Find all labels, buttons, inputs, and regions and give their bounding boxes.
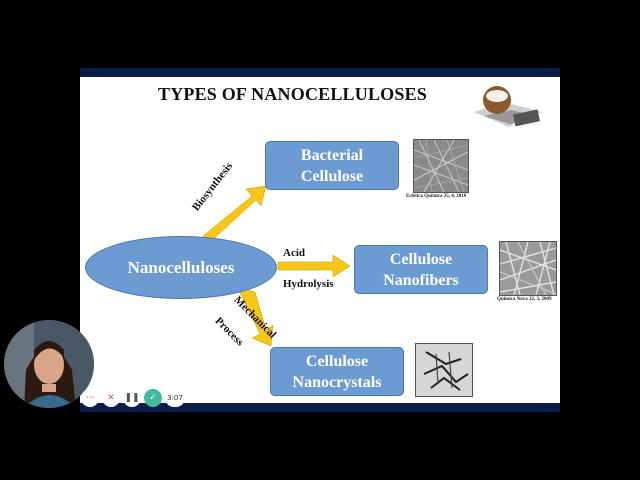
nanocelluloses-node: Nanocelluloses [85, 236, 277, 299]
cellulose-nanofibers-node: Cellulose Nanofibers [354, 245, 488, 294]
bacterial-cellulose-node: Bacterial Cellulose [265, 141, 399, 190]
slide-bottom-bar [80, 403, 560, 412]
flow-arrows [202, 185, 351, 347]
bacterial-cellulose-micrograph [413, 139, 469, 193]
presenter-webcam [4, 320, 94, 408]
presentation-slide: TYPES OF NANOCELLULOSES Nanocelluloses B… [80, 68, 560, 412]
arrow-mechanical [236, 285, 274, 347]
more-icon[interactable]: ⋯ [81, 389, 99, 407]
arrow-acid-hydrolysis [277, 254, 351, 278]
arrow-biosynthesis [202, 185, 267, 244]
presenter-video [4, 320, 94, 408]
nanofibers-reference: Química Nova 32, 3, 2009 [497, 297, 552, 302]
close-icon[interactable]: ✕ [102, 389, 120, 407]
bacterial-line-1: Bacterial [300, 146, 364, 164]
nanocrystals-line-1: Cellulose [305, 352, 369, 370]
slide-title: TYPES OF NANOCELLULOSES [158, 84, 427, 104]
cellulose-nanocrystals-node: Cellulose Nanocrystals [270, 347, 404, 396]
slide-top-bar [80, 68, 560, 77]
nanocrystals-line-2: Nanocrystals [292, 373, 382, 391]
bacterial-reference: Eclética Química 35, 4, 2010 [406, 194, 467, 199]
label-acid: Acid [283, 247, 305, 259]
bacterial-line-2: Cellulose [300, 167, 364, 185]
pause-icon[interactable]: ❚❚ [123, 389, 141, 407]
nanocrystals-micrograph [415, 343, 473, 397]
label-hydrolysis: Hydrolysis [283, 278, 334, 290]
nanofibers-line-1: Cellulose [389, 250, 453, 268]
recorder-controls: ⋯ ✕ ❚❚ ✓ 3:07 [81, 389, 185, 407]
nanofibers-line-2: Nanofibers [383, 271, 459, 289]
nanofibers-micrograph [499, 241, 557, 296]
check-icon[interactable]: ✓ [144, 389, 162, 407]
cellulose-illustration [474, 86, 542, 127]
recording-time: 3:07 [165, 389, 185, 407]
